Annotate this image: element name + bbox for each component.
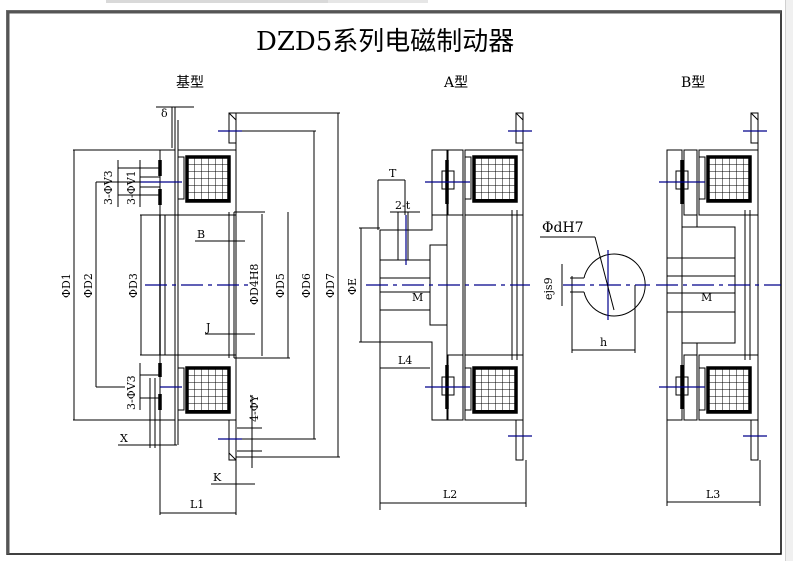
dim-j: J <box>205 321 210 334</box>
a-view: T 2-t ΦE M L4 L2 <box>346 112 532 510</box>
dim-d3: ΦD3 <box>127 273 140 298</box>
dim-d1: ΦD1 <box>60 273 73 298</box>
dim-v3-bottom: 3-ΦV3 <box>125 375 138 410</box>
dim-b: B <box>197 228 205 241</box>
dim-v3-top: 3-ΦV3 <box>102 170 115 205</box>
window-top-bar <box>106 0 328 3</box>
view-label-base: 基型 <box>176 74 204 91</box>
dim-d5: ΦD5 <box>274 273 287 298</box>
dim-2t: 2-t <box>395 199 411 212</box>
view-label-a: A型 <box>443 75 468 91</box>
dim-l4: L4 <box>398 354 412 367</box>
dim-ejs9: ejs9 <box>542 277 555 300</box>
b-view: M L3 <box>656 112 781 506</box>
dim-m-b: M <box>701 291 712 304</box>
dim-d7: ΦD7 <box>324 273 337 298</box>
drawing-frame <box>6 10 782 555</box>
scrollbar-track[interactable] <box>785 0 793 561</box>
dim-k: K <box>213 471 222 484</box>
base-view: δ 3-ΦV3 3-ΦV1 3-ΦV3 ΦD1 ΦD2 ΦD3 ΦD4H8 ΦD… <box>60 106 340 515</box>
dim-t: T <box>389 167 397 180</box>
window-top-bar-segment <box>328 0 428 3</box>
dim-m-a: M <box>412 291 423 304</box>
dim-e: ΦE <box>346 278 359 295</box>
dim-delta: δ <box>161 107 168 120</box>
dim-x: X <box>120 432 128 445</box>
view-label-b: B型 <box>681 75 705 91</box>
dim-l3: L3 <box>706 488 720 501</box>
dim-v1: 3-ΦV1 <box>125 170 138 205</box>
drawing-title: DZD5系列电磁制动器 <box>256 27 514 57</box>
dim-l1: L1 <box>190 498 204 511</box>
dim-y: 4-ΦY <box>248 394 261 422</box>
dim-d6: ΦD6 <box>300 273 313 298</box>
dim-h: h <box>600 336 607 349</box>
shaft-section-view: ΦdH7 ejs9 h <box>540 220 650 353</box>
dim-d2: ΦD2 <box>82 273 95 298</box>
dim-l2: L2 <box>443 488 457 501</box>
dim-d4: ΦD4H8 <box>248 264 261 305</box>
dim-d-h7: ΦdH7 <box>542 220 584 236</box>
